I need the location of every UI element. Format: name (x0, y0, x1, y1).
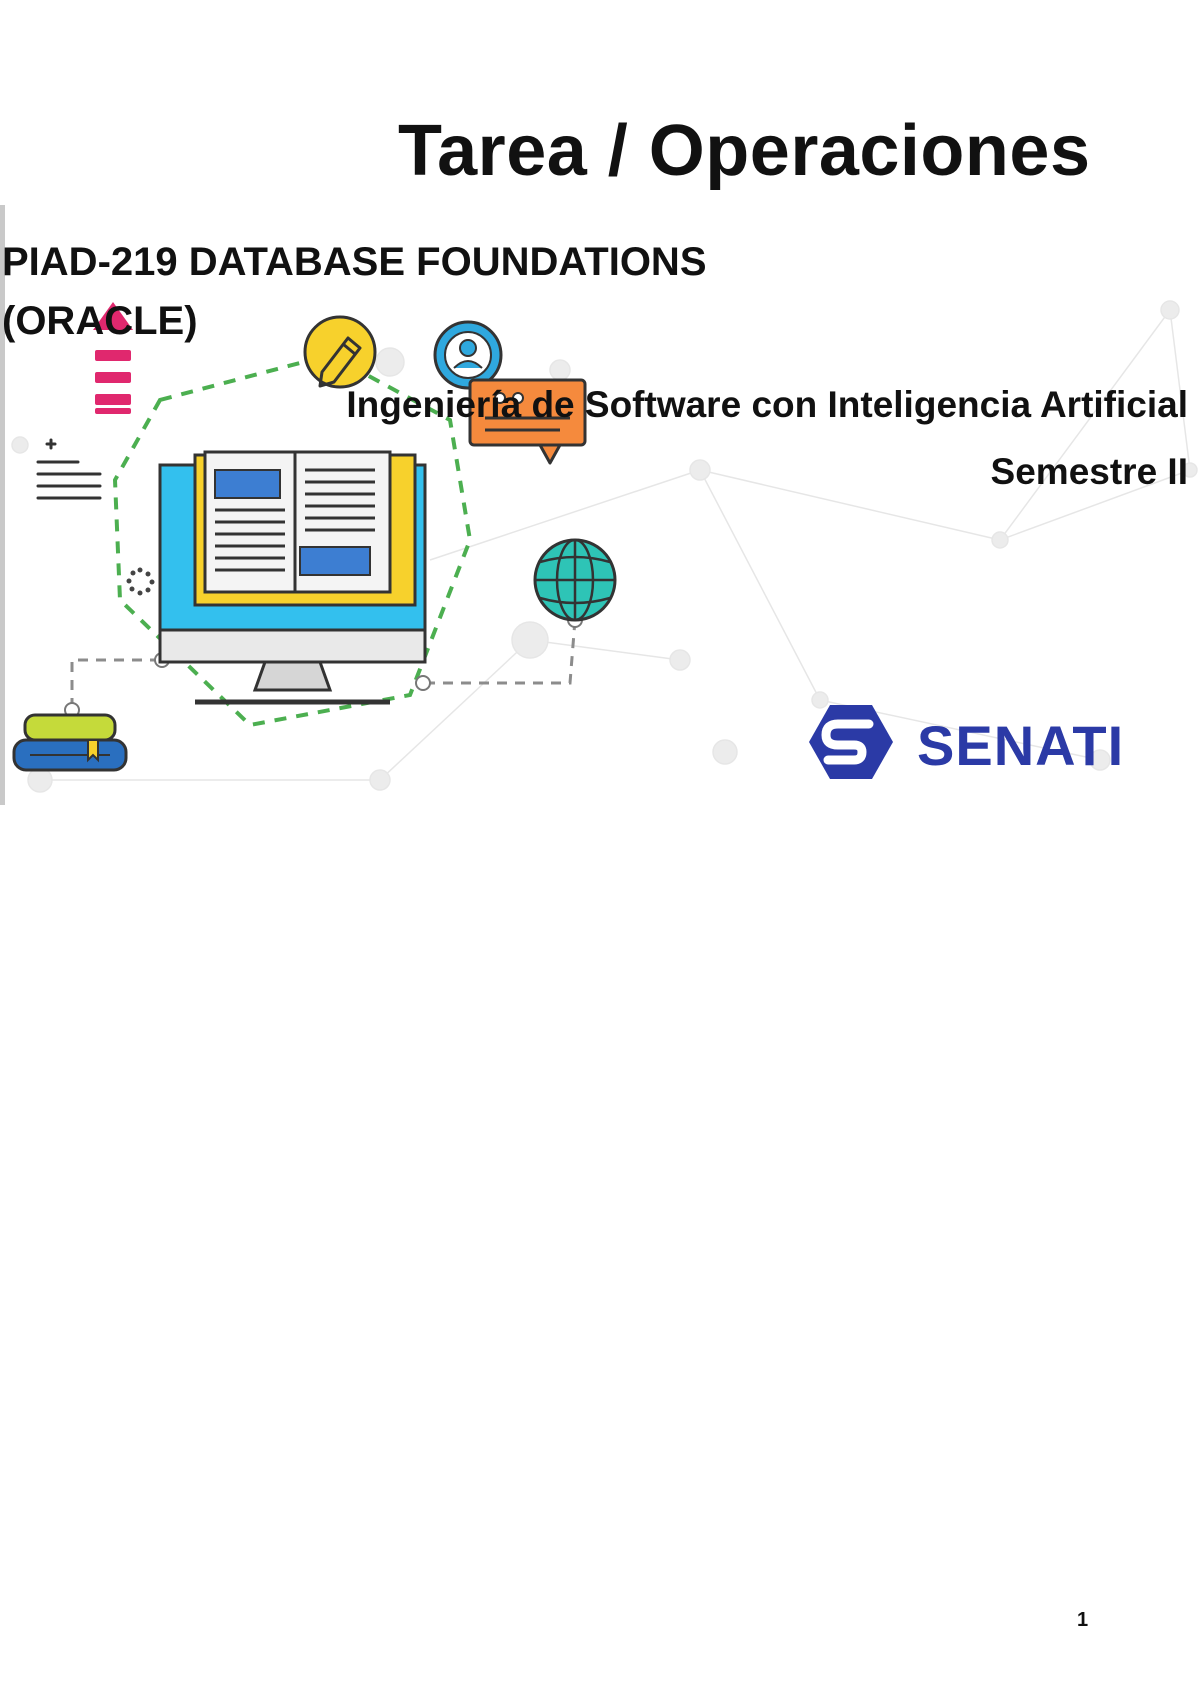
network-background (11, 300, 1198, 793)
dashed-hexagon (112, 352, 473, 728)
course-code-line2: (ORACLE) (2, 299, 198, 343)
senati-logo-icon (809, 705, 893, 779)
computer-book-icon (158, 450, 427, 705)
loader-icon (126, 567, 155, 596)
senati-logo-text: SENATI (917, 714, 1125, 777)
program-name: Ingeniería de Software con Inteligencia … (346, 384, 1188, 425)
page-number: 1 (1077, 1609, 1089, 1631)
globe-icon (533, 538, 617, 622)
user-icon (433, 320, 503, 390)
connector-left (70, 658, 160, 710)
document-title: Tarea / Operaciones (398, 111, 1091, 191)
pencil-icon (303, 315, 377, 389)
upload-arrow-icon (93, 302, 133, 414)
banner-left-border (0, 205, 5, 805)
course-code-line1: PIAD-219 DATABASE FOUNDATIONS (2, 240, 707, 284)
list-icon (36, 438, 102, 500)
chat-bubble-icon (468, 378, 587, 465)
banner-artwork (11, 300, 1198, 793)
books-icon (12, 713, 128, 772)
banner-illustration (0, 205, 1200, 805)
connector-right (425, 619, 577, 685)
semester-label: Semestre II (990, 451, 1188, 492)
